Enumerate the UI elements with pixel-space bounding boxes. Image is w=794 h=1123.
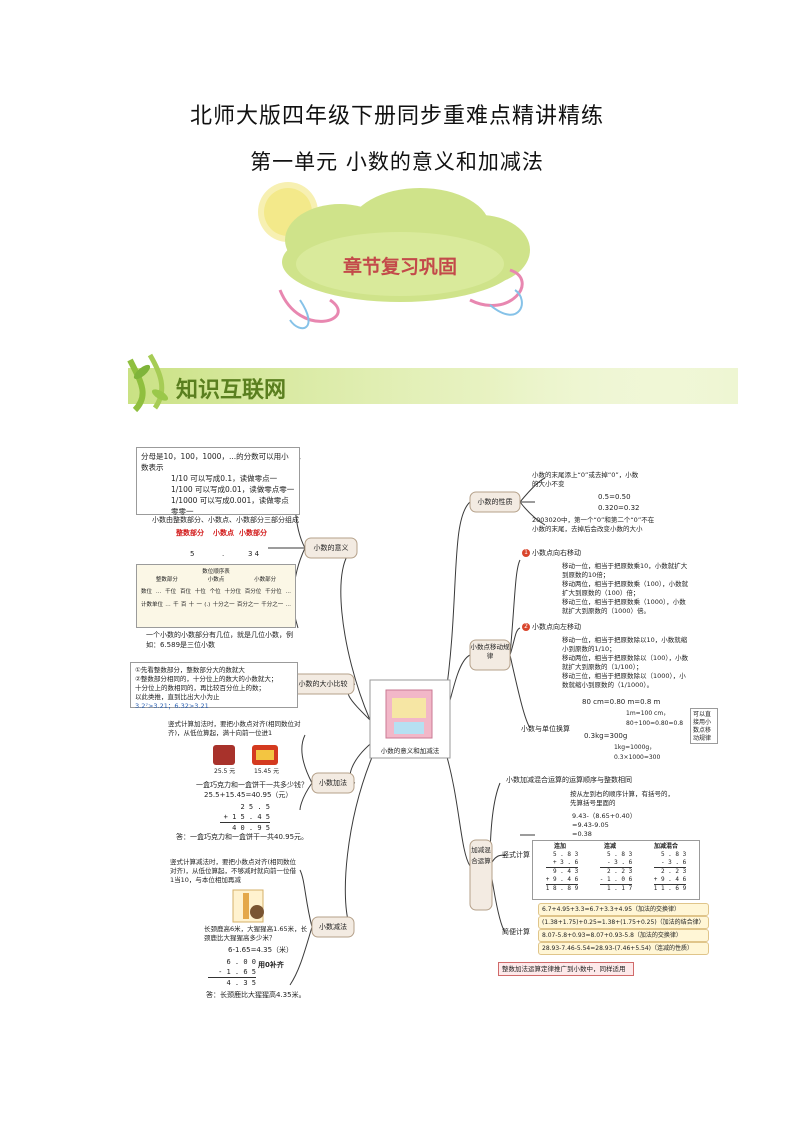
mixed-example: 9.43-（8.65+0.40） =9.43-9.05 =0.38 xyxy=(572,812,637,838)
unit-line: 1m=100 cm，80÷100=0.80=0.8 xyxy=(626,710,684,727)
cloud-shape xyxy=(282,188,530,302)
part-integer: 整数部分 xyxy=(176,529,204,537)
simple-lines: 6.7+4.95+3.3=6.7+3.3+4.95（加法的交换律） (1.38+… xyxy=(538,903,709,955)
table-head: 小数部分 xyxy=(254,577,277,583)
composition-text: 小数由整数部分、小数点、小数部分三部分组成 xyxy=(152,516,299,524)
price-chocolate: 25.5 元 xyxy=(214,768,236,775)
digit-point: . xyxy=(222,550,225,558)
unit-line: 1kg=1000g，0.3×1000=300 xyxy=(614,744,661,761)
node-property: 小数的性质 xyxy=(477,498,513,506)
final-note: 整数加法运算定律推广到小数中，同样适用 xyxy=(498,962,634,976)
node-subtraction: 小数减法 xyxy=(319,923,347,931)
addition-equation: 25.5+15.45=40.95（元） xyxy=(204,791,293,799)
document-subtitle: 第一单元 小数的意义和加减法 xyxy=(250,150,544,174)
table-row-places: 数位…千位百位十位个位十分位百分位千分位… xyxy=(141,589,291,595)
subtraction-rule: 竖式计算减法时，要把小数点对齐(相同数位对齐)，从低位算起，不够减时就向前一位借… xyxy=(170,858,297,884)
property-ex1: 0.5=0.50 xyxy=(598,493,631,501)
addition-vertical: 2 5 . 5 + 1 5 . 4 5 4 0 . 9 5 xyxy=(220,802,270,833)
shift-right-lines: 移动一位，相当于把原数乘10，小数就扩大到原数的10倍； 移动两位，相当于把原数… xyxy=(562,562,689,615)
unit-line: 80 cm=0.80 m=0.8 m xyxy=(582,698,661,706)
shift-left-lines: 移动一位，相当于把原数除以10，小数就缩小到原数的1/10； 移动两位，相当于把… xyxy=(562,636,689,689)
document-title: 北师大版四年级下册同步重难点精讲精练 xyxy=(189,104,604,129)
digit-decimal: 3 4 xyxy=(248,550,260,558)
bullet-one-icon: 1 xyxy=(522,549,530,557)
table-row-units: 计数单位…千百十一(.)十分之一百分之一千分之一… xyxy=(141,602,291,608)
compare-box: ①先看整数部分，整数部分大的数就大 ②整数部分相同的，十分位上的数大的小数就大；… xyxy=(130,662,298,710)
node-meaning: 小数的意义 xyxy=(313,544,349,552)
part-point: 小数点 xyxy=(213,529,234,537)
property-ex2: 0.320=0.32 xyxy=(598,504,640,512)
node-compare: 小数的大小比较 xyxy=(298,680,348,688)
meaning-line: 分母是10，100，1000，...的分数可以用小数表示 xyxy=(141,452,289,472)
table-head: 整数部分 xyxy=(155,577,178,583)
subtraction-equation: 6-1.65=4.35（米） xyxy=(228,946,294,954)
addition-answer: 答：一盒巧克力和一盒饼干一共40.95元。 xyxy=(176,833,309,841)
addition-rule: 竖式计算加法时，要把小数点对齐(相同数位对齐)，从低位算起，满十向前一位进1 xyxy=(168,720,301,737)
vertical-label: 竖式计算 xyxy=(502,851,530,859)
subtraction-vertical: 6 . 0 0 - 1 . 6 5 4 . 3 5 xyxy=(208,957,256,988)
place-value-table: 数位顺序表 整数部分 小数点 小数部分 数位…千位百位十位个位十分位百分位千分位… xyxy=(136,564,296,628)
center-node-label: 小数的意义和加减法 xyxy=(380,747,440,755)
col-label: 连加 xyxy=(553,843,566,850)
compare-line: 十分位上的数相同的，再比较百分位上的数； xyxy=(135,684,265,692)
meaning-line: 1/1000 可以写成0.001，读做零点零零一 xyxy=(171,496,289,516)
mixed-rule: 小数加减混合运算的运算顺序与整数相同 xyxy=(506,776,632,784)
chapter-review-label: 章节复习巩固 xyxy=(342,256,457,278)
compare-line: ①先看整数部分，整数部分大的数就大 xyxy=(135,666,245,674)
meaning-note: 一个小数的小数部分有几位，就是几位小数，例如：6.589是三位小数 xyxy=(146,631,293,649)
meaning-line: 1/100 可以写成0.01，读做零点零一 xyxy=(171,485,295,494)
addition-question: 一盒巧克力和一盒饼干一共多少钱？ xyxy=(196,781,308,789)
digit-integer: 5 xyxy=(190,550,195,558)
node-addition: 小数加法 xyxy=(319,779,347,787)
subtraction-question: 长颈鹿高6米，大猩猩高1.65米，长颈鹿比大猩猩高多少米？ xyxy=(204,925,308,942)
price-biscuit: 15.45 元 xyxy=(254,768,280,775)
node-mixed: 加减混合运算 xyxy=(471,846,491,865)
compare-line: ②整数部分相同的，十分位上的数大的小数就大； xyxy=(135,675,278,683)
compare-line: 以此类推，直到比出大小为止 xyxy=(135,693,220,701)
subtraction-answer: 答：长颈鹿比大猩猩高4.35米。 xyxy=(206,991,306,999)
chocolate-image xyxy=(213,745,235,765)
unit-line: 0.3kg=300g xyxy=(584,732,628,740)
property-note: 2003020中，第一个“0”和第二个“0”不在小数的末尾，去掉后会改变小数的大… xyxy=(532,516,655,533)
part-decimal: 小数部分 xyxy=(239,529,267,537)
table-title: 数位顺序表 xyxy=(202,569,230,575)
meaning-definition-box: 分母是10，100，1000，...的分数可以用小数表示 1/10 可以写成0.… xyxy=(136,447,300,516)
node-shift: 小数点移动规律 xyxy=(470,643,510,660)
simple-label: 简便计算 xyxy=(502,928,530,936)
col-label: 连减 xyxy=(603,843,616,850)
mixed-rule2: 按从左到右的顺序计算，有括号的，先算括号里面的 xyxy=(570,790,674,807)
bullet-two-icon: 2 xyxy=(522,623,530,631)
compare-line: 3.2⁷>3.21；6.32>3.21 xyxy=(135,702,209,710)
property-rule: 小数的末尾添上“0”或去掉“0”，小数的大小不变 xyxy=(532,471,639,488)
unit-note: 可以直接用小数点移动规律 xyxy=(690,708,718,744)
fill-zero-note: 用0补齐 xyxy=(258,961,284,969)
col-label: 加减混合 xyxy=(653,843,678,850)
unit-title: 小数与单位换算 xyxy=(521,725,570,733)
table-head: 小数点 xyxy=(207,577,225,583)
meaning-line: 1/10 可以写成0.1，读做零点一 xyxy=(171,474,278,483)
knowledge-net-label: 知识互联网 xyxy=(176,378,287,403)
